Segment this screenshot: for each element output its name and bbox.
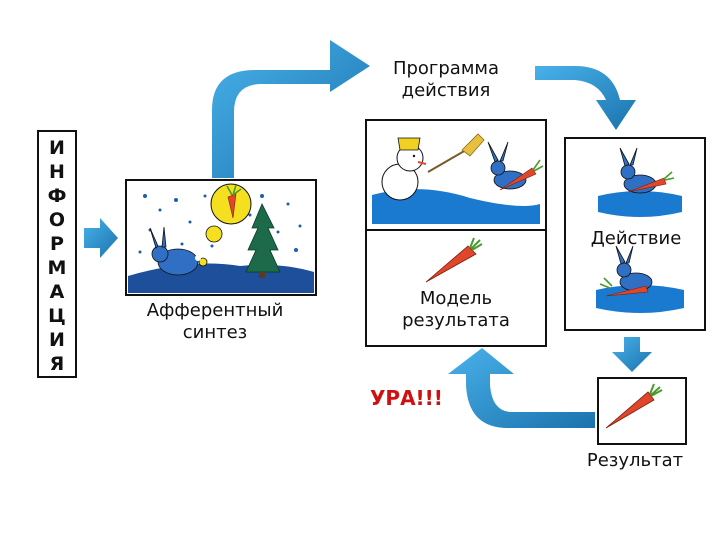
arrow-program-to-action [535,66,636,130]
info-letter: А [50,280,65,304]
info-letter: Н [49,160,65,184]
result-label: Результат [560,450,710,472]
arrow-result-to-model [448,348,595,428]
action-label: Действие [566,228,706,250]
arrow-afferent-to-program [212,40,370,178]
info-letter: Р [50,232,64,256]
info-letter: Ф [48,184,67,208]
result-box [598,378,686,444]
info-letter: М [48,256,67,280]
info-letter: Я [50,352,65,376]
info-letter: И [49,136,65,160]
program-label: Программа действия [366,58,526,101]
arrow-action-to-result [612,337,652,372]
model-label: Модель результата [366,288,546,331]
info-letter: Ц [48,304,66,328]
ura-label: УРА!!! [370,386,460,410]
info-letter: И [49,328,65,352]
afferent-label: Афферентный синтез [120,300,310,343]
arrow-to-afferent [84,218,118,258]
info-letter: О [49,208,65,232]
